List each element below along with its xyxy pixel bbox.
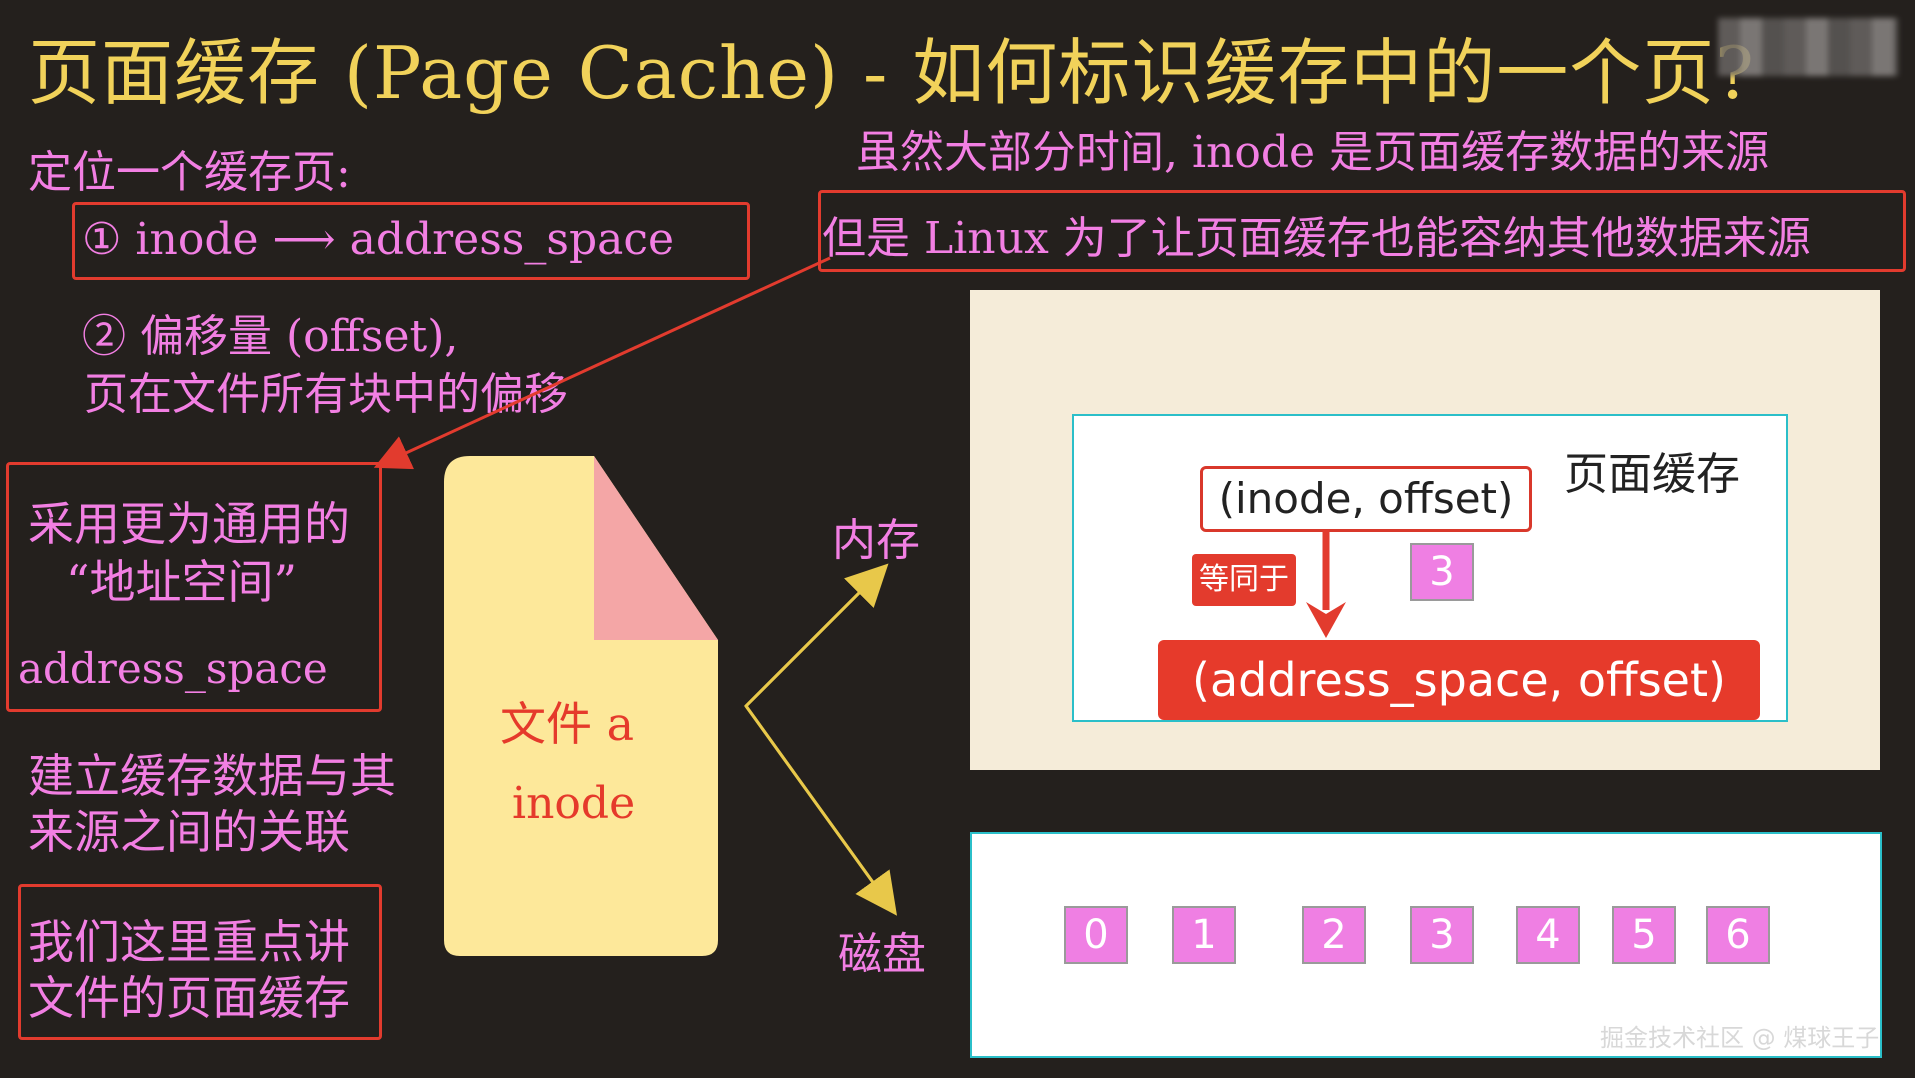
step2-line2: 页在文件所有块中的偏移 [84,369,568,420]
focus-line2: 文件的页面缓存 [28,971,350,1025]
disk-page: 1 [1172,906,1236,964]
generic-line3: address_space [18,644,328,693]
disk-page: 0 [1064,906,1128,964]
step1-box [72,202,750,280]
disk-page: 3 [1410,906,1474,964]
step2-line1: ② 偏移量 (offset), [82,311,459,362]
note-line1: 虽然大部分时间, inode 是页面缓存数据的来源 [856,127,1770,178]
disk-page: 4 [1516,906,1580,964]
assoc-line2: 来源之间的关联 [28,805,350,859]
equals-badge: 等同于 [1192,554,1296,606]
generic-line1: 采用更为通用的 [28,497,350,551]
note-line2: 但是 Linux 为了让页面缓存也能容纳其他数据来源 [822,213,1811,264]
disk-page: 2 [1302,906,1366,964]
page-title: 页面缓存 (Page Cache) - 如何标识缓存中的一个页? [28,31,1755,115]
file-fold-icon [594,456,718,640]
file-label: 文件 a [500,697,635,751]
arrow-to-disk [744,705,898,916]
blurred-region [1718,18,1898,76]
disk-page: 6 [1706,906,1770,964]
page-cache-label: 页面缓存 [1564,449,1740,500]
watermark: 掘金技术社区 @ 煤球王子 [1600,1024,1880,1052]
file-sublabel: inode [512,778,636,829]
generic-line2: “地址空间” [66,555,298,609]
note-line2-box [818,190,1906,272]
red-pointer-arrow [373,256,831,470]
inode-offset-key: (inode, offset) [1200,466,1532,532]
memory-label: 内存 [832,515,920,566]
equals-arrow [1306,530,1346,638]
assoc-line1: 建立缓存数据与其 [28,749,396,803]
focus-line1: 我们这里重点讲 [28,915,350,969]
step1-text: ① inode ⟶ address_space [82,214,675,265]
disk-label: 磁盘 [838,929,926,980]
disk-page: 5 [1612,906,1676,964]
generic-box [6,462,382,712]
address-space-offset-key: (address_space, offset) [1158,640,1760,720]
cached-page: 3 [1410,543,1474,601]
focus-box [18,884,382,1040]
arrow-to-memory [744,563,889,708]
branch-lines [744,570,892,907]
locate-label: 定位一个缓存页: [28,147,351,198]
